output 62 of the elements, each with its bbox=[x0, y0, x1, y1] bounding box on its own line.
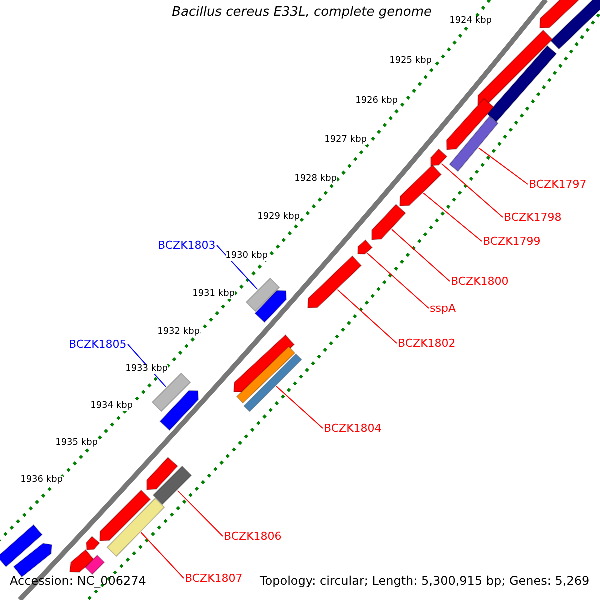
footer-text: Accession: NC_006274 bbox=[10, 575, 146, 587]
gene-segment bbox=[372, 204, 406, 241]
leader-line bbox=[441, 163, 504, 218]
gene-segment bbox=[430, 148, 448, 167]
leader-line bbox=[276, 386, 324, 429]
gene-label: BCZK1803 bbox=[158, 240, 216, 251]
gene-segment bbox=[357, 240, 374, 255]
footer-text: Topology: circular; Length: 5,300,915 bp; Genes: 5,269 bbox=[260, 575, 590, 587]
leader-line bbox=[177, 490, 224, 537]
gene-label: BCZK1799 bbox=[483, 236, 541, 247]
tick-label: 1926 kbp bbox=[356, 97, 398, 106]
tick-label: 1927 kbp bbox=[324, 136, 367, 145]
tick-label: 1934 kbp bbox=[90, 402, 133, 411]
gene-label: BCZK1798 bbox=[504, 212, 562, 223]
gene-segment bbox=[254, 290, 288, 324]
leader-line bbox=[391, 229, 450, 282]
title: Bacillus cereus E33L, complete genome bbox=[172, 6, 432, 19]
gene-segment bbox=[106, 498, 166, 558]
leader-line bbox=[140, 532, 184, 579]
gene-segment bbox=[399, 164, 442, 207]
tick-label: 1925 kbp bbox=[390, 57, 432, 66]
gene-segment bbox=[160, 390, 200, 432]
gene-label: sspA bbox=[430, 303, 456, 314]
tick-label: 1930 kbp bbox=[226, 252, 268, 261]
leader-line bbox=[367, 252, 430, 309]
gene-segment bbox=[236, 346, 296, 404]
tick-label: 1936 kbp bbox=[20, 476, 63, 485]
leader-line bbox=[478, 148, 528, 185]
gene-segment bbox=[307, 256, 362, 309]
leader-line bbox=[423, 192, 482, 242]
leader-line bbox=[216, 245, 258, 290]
gene-label: BCZK1797 bbox=[529, 179, 587, 190]
gene-segment bbox=[99, 490, 152, 542]
gene-segment bbox=[0, 524, 43, 568]
tick-label: 1928 kbp bbox=[294, 175, 337, 184]
gene-segment bbox=[244, 354, 302, 412]
gene-segment bbox=[539, 0, 580, 28]
tick-label: 1931 kbp bbox=[192, 290, 235, 299]
gene-segment bbox=[152, 466, 192, 506]
gene-segment bbox=[146, 456, 178, 491]
tick-label: 1933 kbp bbox=[126, 365, 168, 374]
gene-label: BCZK1804 bbox=[324, 423, 382, 434]
gene-segment bbox=[486, 45, 558, 123]
gene-segment bbox=[152, 372, 192, 412]
gene-segment bbox=[449, 116, 499, 172]
gene-segment bbox=[246, 278, 280, 312]
gene-segment bbox=[69, 549, 95, 573]
tick-label: 1924 kbp bbox=[450, 17, 492, 26]
gene-label: BCZK1802 bbox=[398, 338, 456, 349]
gene-label: BCZK1805 bbox=[69, 339, 127, 350]
gene-label: BCZK1800 bbox=[451, 276, 509, 287]
gene-segment bbox=[84, 554, 106, 576]
gene-segment bbox=[86, 536, 100, 551]
gene-segment bbox=[550, 0, 600, 50]
gene-segment bbox=[446, 98, 494, 151]
tick-label: 1929 kbp bbox=[258, 213, 300, 222]
gene-label: BCZK1806 bbox=[224, 531, 282, 542]
leader-line bbox=[337, 289, 398, 344]
gene-label: BCZK1807 bbox=[185, 573, 243, 584]
tick-label: 1932 kbp bbox=[158, 328, 200, 337]
tick-label: 1935 kbp bbox=[56, 439, 98, 448]
gene-segment bbox=[477, 30, 554, 106]
